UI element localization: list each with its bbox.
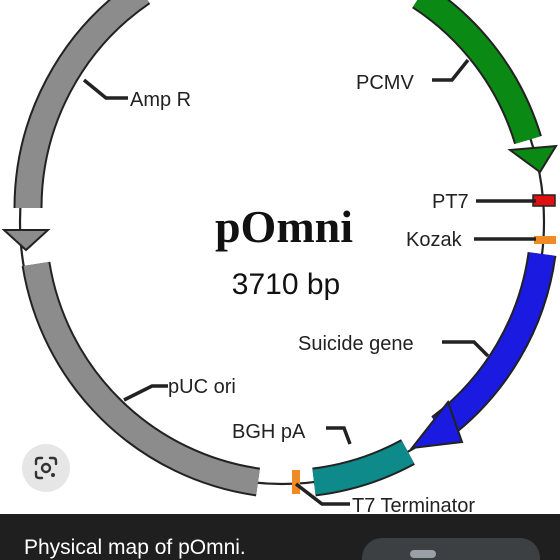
puc-ori-feature bbox=[21, 261, 261, 497]
pt7-label: PT7 bbox=[432, 191, 469, 213]
pcmv-feature bbox=[411, 0, 558, 174]
t7-terminator-label: T7 Terminator bbox=[352, 495, 475, 517]
kozak-label: Kozak bbox=[406, 229, 463, 251]
action-pill-button[interactable] bbox=[362, 538, 540, 560]
google-lens-icon bbox=[34, 456, 58, 480]
caption-bar: Physical map of pOmni. bbox=[0, 514, 560, 560]
plasmid-backbone bbox=[18, 0, 546, 486]
plasmid-size: 3710 bp bbox=[232, 268, 340, 301]
suicide-gene-label: Suicide gene bbox=[298, 333, 414, 355]
amp-r-feature bbox=[1, 0, 151, 252]
kozak-marker bbox=[534, 236, 556, 244]
amp-r-label: Amp R bbox=[130, 89, 191, 111]
pcmv-label: PCMV bbox=[356, 72, 414, 94]
pt7-marker bbox=[532, 194, 556, 207]
plasmid-name: pOmni bbox=[215, 201, 353, 252]
bgh-pa-feature bbox=[312, 439, 415, 497]
bgh-pa-label: BGH pA bbox=[232, 421, 306, 443]
leader-lines bbox=[82, 58, 536, 506]
pill-handle bbox=[410, 550, 436, 558]
suicide-gene-feature bbox=[409, 251, 557, 450]
t7-terminator-marker bbox=[292, 470, 300, 494]
image-caption: Physical map of pOmni. bbox=[24, 536, 246, 559]
google-lens-button[interactable] bbox=[22, 444, 70, 492]
puc-ori-label: pUC ori bbox=[168, 376, 236, 398]
